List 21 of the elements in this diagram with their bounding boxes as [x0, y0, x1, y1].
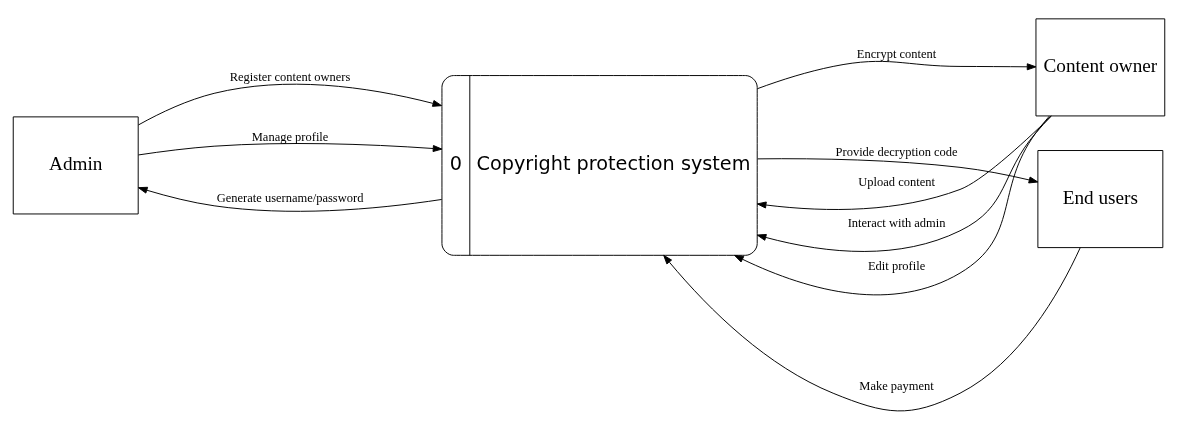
node-box: Content owner: [1035, 18, 1166, 117]
arrow: [756, 115, 1052, 210]
arrow: [756, 115, 1052, 252]
edge-label: Encrypt content: [856, 47, 937, 62]
node-box: Admin: [12, 116, 139, 215]
edge-label: Edit profile: [867, 258, 926, 273]
edge-label: Generate username/password: [216, 191, 364, 206]
edge-label: Manage profile: [251, 129, 329, 144]
arrow: [138, 186, 443, 212]
arrow: [137, 83, 443, 126]
edge-label: Provide decryption code: [835, 145, 958, 160]
edge-label: Register content owners: [229, 70, 351, 85]
arrow: [756, 60, 1037, 90]
arrow: [757, 158, 1039, 184]
edge-label: Upload content: [858, 175, 935, 189]
arrow: [734, 115, 1050, 296]
arrow: [137, 143, 443, 156]
node-box: End users: [1037, 150, 1164, 249]
arrow: [663, 247, 1081, 412]
edge-label: Make payment: [859, 378, 934, 393]
edge-label: Interact with admin: [847, 216, 946, 231]
